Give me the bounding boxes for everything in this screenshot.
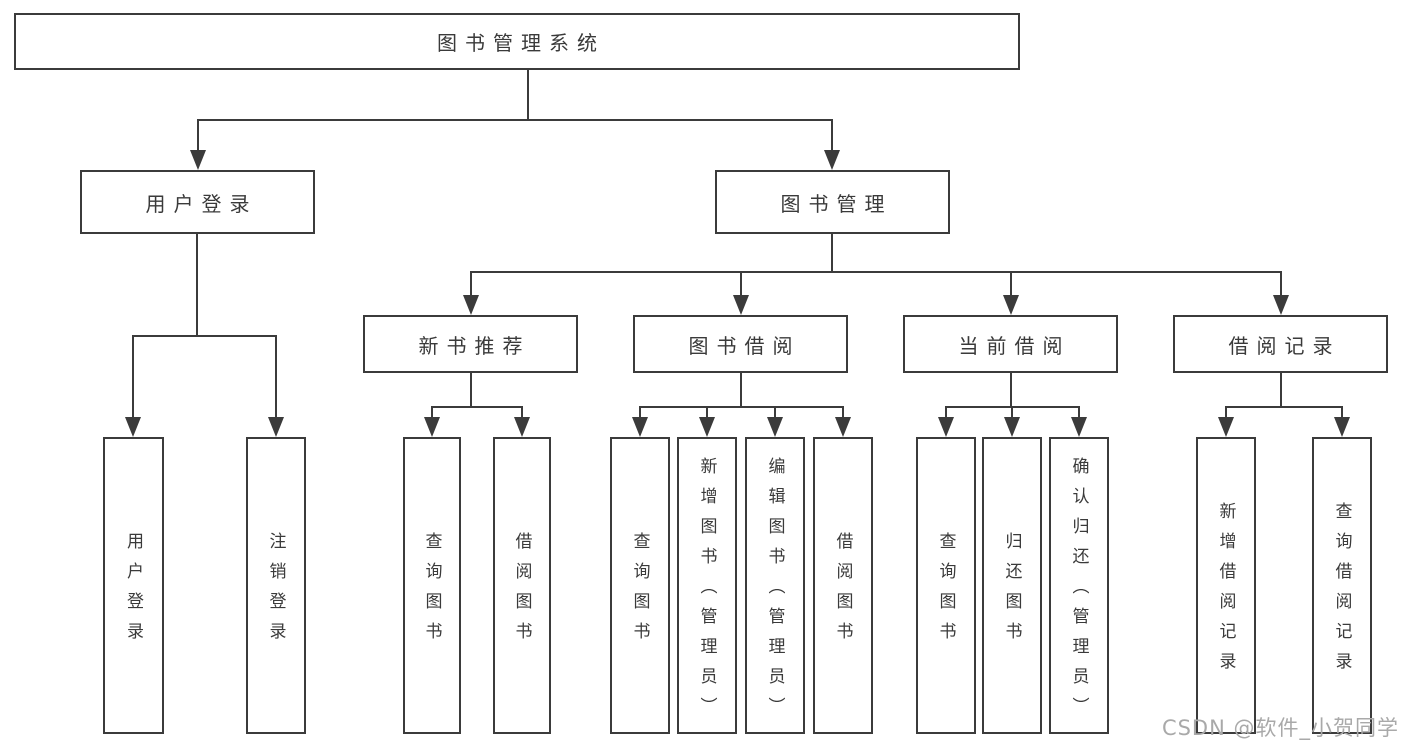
arrowhead-down-icon [1334,417,1350,437]
node-label: 图书管理 [780,191,893,216]
node-edit-books-admin: 编辑图书（管理员） [745,437,805,734]
connector-line [197,119,199,151]
connector-line [1078,406,1080,420]
arrowhead-down-icon [824,150,840,170]
connector-line [831,119,833,151]
node-borrow-books-1: 借阅图书 [493,437,551,734]
connector-line [740,271,742,297]
arrowhead-down-icon [514,417,530,437]
arrowhead-down-icon [699,417,715,437]
connector-line [842,406,844,420]
connector-line [1010,271,1012,297]
connector-line [1225,406,1227,420]
node-label: 当前借阅 [958,333,1071,358]
node-query-borrow-record: 查询借阅记录 [1312,437,1372,734]
connector-line [1011,406,1013,420]
connector-line [706,406,708,420]
connector-line [639,406,844,408]
arrowhead-down-icon [1218,417,1234,437]
connector-line [197,119,833,121]
connector-line [1225,406,1343,408]
arrowhead-down-icon [632,417,648,437]
arrowhead-down-icon [733,295,749,315]
connector-line [639,406,641,420]
node-label: 注销登录 [265,532,286,652]
arrowhead-down-icon [938,417,954,437]
connector-line [431,406,433,420]
connector-line [527,70,529,119]
node-book-borrowing: 图书借阅 [633,315,848,373]
node-logout: 注销登录 [246,437,306,734]
node-label: 确认归还（管理员） [1068,457,1089,727]
node-return-books: 归还图书 [982,437,1042,734]
node-query-books-1: 查询图书 [403,437,461,734]
node-label: 用户登录 [123,532,143,652]
node-label: 新书推荐 [418,333,531,358]
node-label: 图书借阅 [688,333,801,358]
node-label: 借阅图书 [832,532,853,652]
arrowhead-down-icon [767,417,783,437]
connector-line [740,373,742,408]
connector-line [470,271,472,297]
node-new-book-recommend: 新书推荐 [363,315,578,373]
connector-line [132,335,277,337]
connector-line [831,234,833,273]
node-query-books-2: 查询图书 [610,437,670,734]
node-label: 新增图书（管理员） [696,457,717,727]
arrowhead-down-icon [1273,295,1289,315]
arrowhead-down-icon [125,417,141,437]
connector-line [774,406,776,420]
node-library-system: 图书管理系统 [14,13,1020,70]
connector-line [132,335,134,419]
arrowhead-down-icon [463,295,479,315]
node-label: 编辑图书（管理员） [764,457,785,727]
connector-line [1280,271,1282,297]
node-label: 查询借阅记录 [1331,502,1352,682]
node-book-management: 图书管理 [715,170,950,234]
node-borrowing-records: 借阅记录 [1173,315,1388,373]
node-label: 查询图书 [935,532,956,652]
node-current-borrowing: 当前借阅 [903,315,1118,373]
connector-line [196,234,198,335]
node-label: 归还图书 [1001,532,1022,652]
node-label: 借阅记录 [1228,333,1341,358]
node-borrow-books-2: 借阅图书 [813,437,873,734]
connector-line [1010,373,1012,408]
arrowhead-down-icon [1071,417,1087,437]
node-label: 借阅图书 [511,532,532,652]
node-label: 新增借阅记录 [1215,502,1236,682]
node-user-login-leaf: 用户登录 [103,437,164,734]
node-label: 图书管理系统 [437,31,605,55]
node-user-login: 用户登录 [80,170,315,234]
connector-line [945,406,947,420]
connector-line [1341,406,1343,420]
node-label: 用户登录 [145,191,258,216]
connector-line [470,271,1282,273]
node-label: 查询图书 [629,532,650,652]
node-label: 查询图书 [421,532,442,652]
arrowhead-down-icon [190,150,206,170]
arrowhead-down-icon [268,417,284,437]
csdn-watermark: CSDN @软件_小贺同学 [1161,716,1399,740]
node-confirm-return-admin: 确认归还（管理员） [1049,437,1109,734]
node-query-books-3: 查询图书 [916,437,976,734]
connector-line [521,406,523,420]
arrowhead-down-icon [424,417,440,437]
arrowhead-down-icon [1003,295,1019,315]
arrowhead-down-icon [1004,417,1020,437]
connector-line [1280,373,1282,408]
connector-line [275,335,277,419]
connector-line [431,406,523,408]
arrowhead-down-icon [835,417,851,437]
node-add-borrow-record: 新增借阅记录 [1196,437,1256,734]
node-add-books-admin: 新增图书（管理员） [677,437,737,734]
connector-line [470,373,472,408]
